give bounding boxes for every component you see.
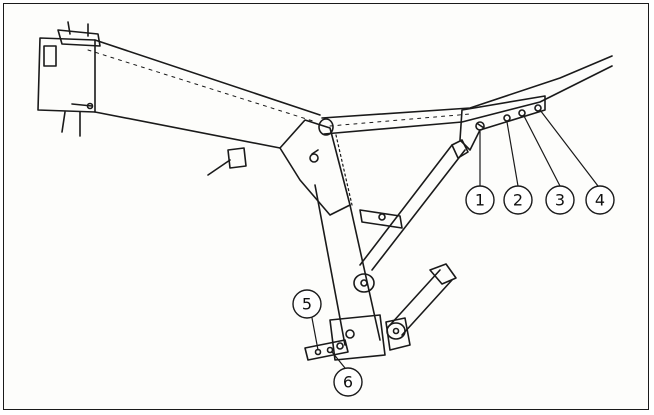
tank-mount bbox=[207, 147, 247, 176]
callout-2: 2 bbox=[513, 191, 523, 210]
callout-4: 4 bbox=[595, 191, 605, 210]
seat-stay bbox=[359, 139, 469, 271]
rear-shock bbox=[385, 263, 457, 351]
engine-mount-plate bbox=[304, 314, 386, 361]
gusset-plate bbox=[279, 119, 353, 216]
callout-4-circle bbox=[585, 185, 615, 215]
seat-rail bbox=[318, 55, 613, 136]
callout-1: 1 bbox=[475, 191, 485, 210]
cross-member bbox=[359, 209, 403, 229]
callout-6-circle bbox=[333, 367, 363, 397]
callout-leaders bbox=[311, 109, 599, 369]
callout-1-circle bbox=[465, 185, 495, 215]
callout-3: 3 bbox=[555, 191, 565, 210]
callout-5-circle bbox=[292, 289, 322, 319]
callout-2-circle bbox=[503, 185, 533, 215]
callout-3-circle bbox=[545, 185, 575, 215]
swingarm-pivot bbox=[353, 273, 375, 293]
callout-6: 6 bbox=[343, 373, 353, 392]
callout-5: 5 bbox=[302, 295, 312, 314]
main-tube bbox=[87, 39, 321, 149]
figure-frame bbox=[3, 3, 649, 410]
steering-head bbox=[37, 21, 101, 137]
